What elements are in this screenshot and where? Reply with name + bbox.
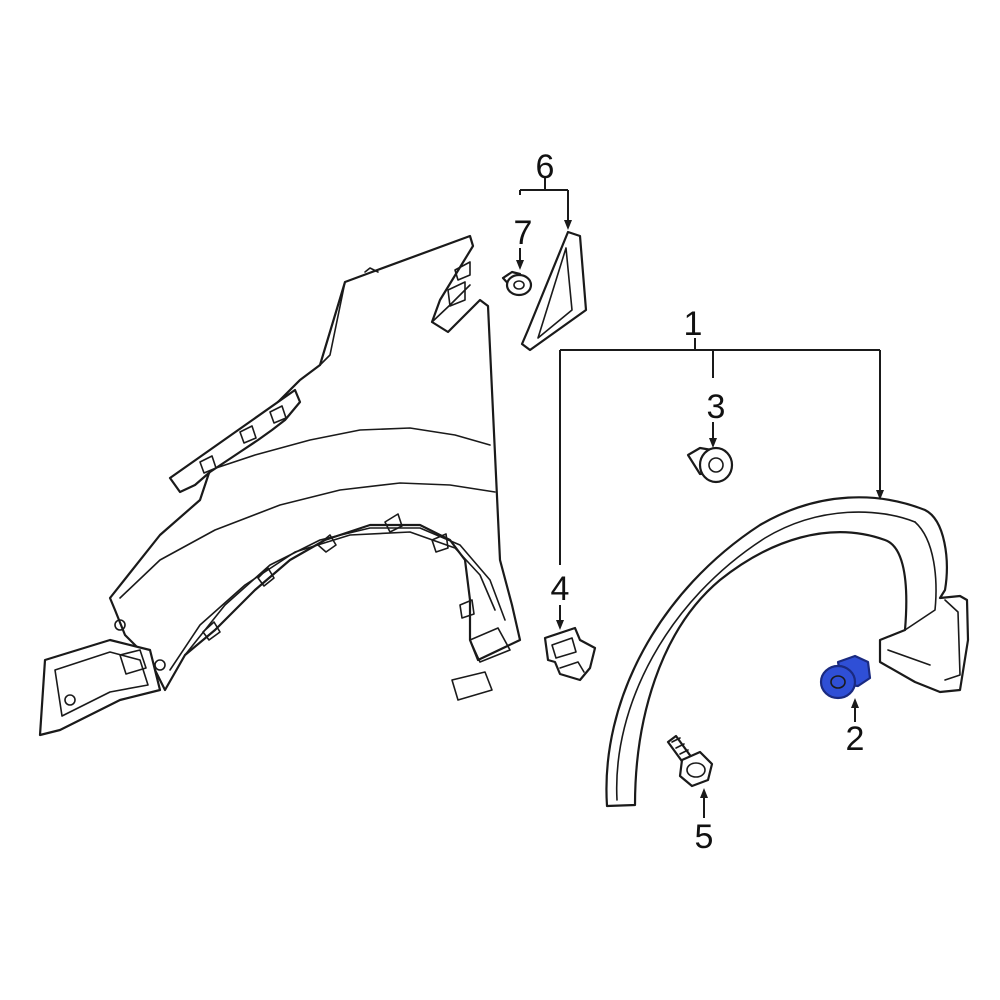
callout-number-2[interactable]: 2 (846, 720, 865, 758)
fender-front-bracket (38, 619, 166, 737)
wheel-opening-molding (605, 496, 970, 808)
fender-mounting-flange (168, 388, 302, 494)
callout-number-4[interactable]: 4 (551, 570, 570, 608)
bracket-4-shape (543, 626, 597, 682)
fender-panel (108, 234, 522, 701)
leader-lines (516, 178, 884, 818)
callout-number-3[interactable]: 3 (707, 388, 726, 426)
fender-garnish (520, 230, 588, 352)
clip-7-shape (501, 270, 533, 297)
clip-2-highlighted (819, 654, 872, 700)
clip-3-shape (686, 446, 734, 484)
bolt-5-shape (666, 734, 714, 788)
callout-number-6[interactable]: 6 (536, 148, 555, 186)
callout-number-7[interactable]: 7 (514, 214, 533, 252)
callout-number-1[interactable]: 1 (684, 305, 703, 343)
callout-number-5[interactable]: 5 (695, 818, 714, 856)
